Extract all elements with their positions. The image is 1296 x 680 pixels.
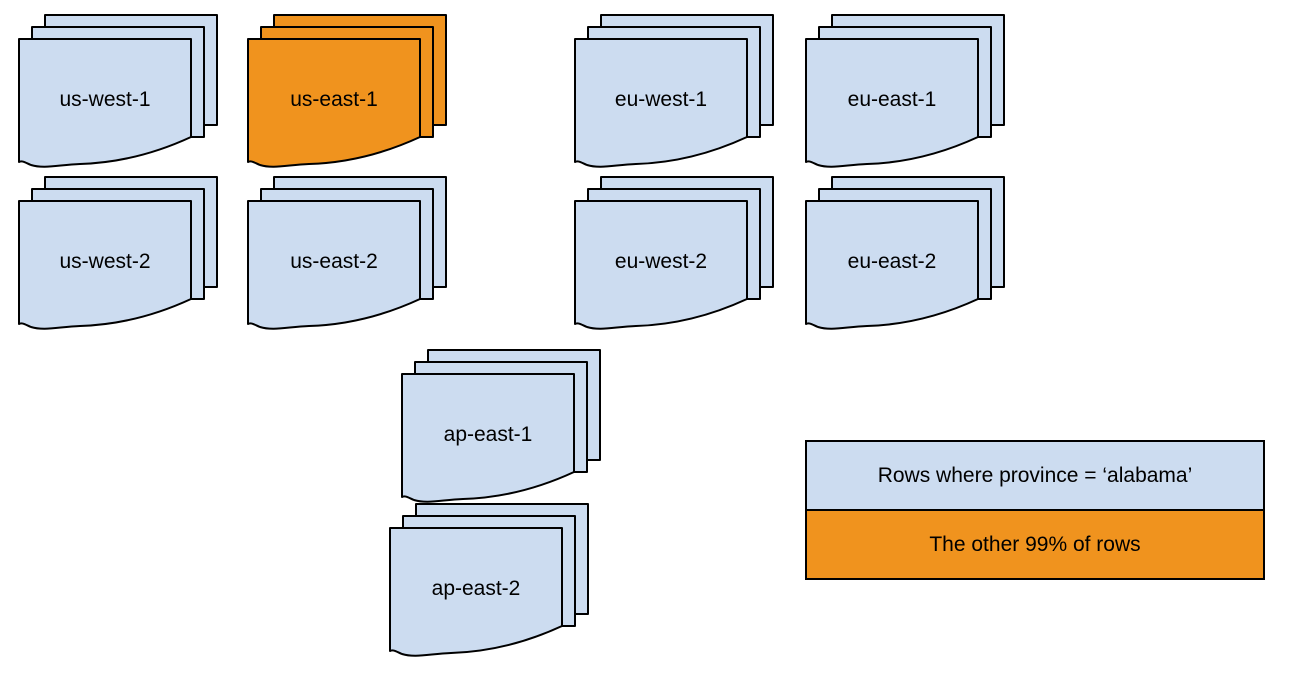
region-label: eu-west-1 — [614, 88, 708, 111]
region-label: us-east-1 — [290, 88, 378, 111]
document-stack-icon — [18, 176, 218, 330]
document-stack-icon — [389, 503, 589, 657]
doc-stack-us-west-1: us-west-1 — [18, 14, 219, 172]
doc-stack-ap-east-2: ap-east-2 — [389, 503, 590, 661]
doc-stack-eu-east-1: eu-east-1 — [805, 14, 1006, 172]
doc-stack-eu-west-1: eu-west-1 — [574, 14, 775, 172]
region-label: ap-east-2 — [431, 577, 521, 600]
doc-stack-ap-east-1: ap-east-1 — [401, 349, 602, 507]
document-stack-icon — [247, 14, 447, 168]
region-label: eu-east-2 — [847, 250, 937, 273]
document-stack-icon — [18, 14, 218, 168]
doc-stack-us-east-1: us-east-1 — [247, 14, 448, 172]
document-stack-icon — [401, 349, 601, 503]
doc-stack-eu-east-2: eu-east-2 — [805, 176, 1006, 334]
doc-stack-us-west-2: us-west-2 — [18, 176, 219, 334]
legend-item-other-rows: The other 99% of rows — [807, 511, 1263, 578]
document-stack-icon — [247, 176, 447, 330]
document-stack-icon — [805, 14, 1005, 168]
region-label: us-east-2 — [290, 250, 378, 273]
region-label: eu-west-2 — [614, 250, 708, 273]
doc-stack-eu-west-2: eu-west-2 — [574, 176, 775, 334]
region-label: us-west-2 — [59, 250, 151, 273]
region-label: us-west-1 — [59, 88, 151, 111]
document-stack-icon — [805, 176, 1005, 330]
region-label: eu-east-1 — [847, 88, 937, 111]
document-stack-icon — [574, 14, 774, 168]
region-label: ap-east-1 — [443, 423, 533, 446]
legend-label-other-rows: The other 99% of rows — [929, 532, 1141, 556]
doc-stack-us-east-2: us-east-2 — [247, 176, 448, 334]
legend: Rows where province = ‘alabama’ The othe… — [805, 440, 1265, 580]
legend-label-alabama-rows: Rows where province = ‘alabama’ — [877, 463, 1193, 487]
document-stack-icon — [574, 176, 774, 330]
legend-item-alabama-rows: Rows where province = ‘alabama’ — [807, 442, 1263, 511]
